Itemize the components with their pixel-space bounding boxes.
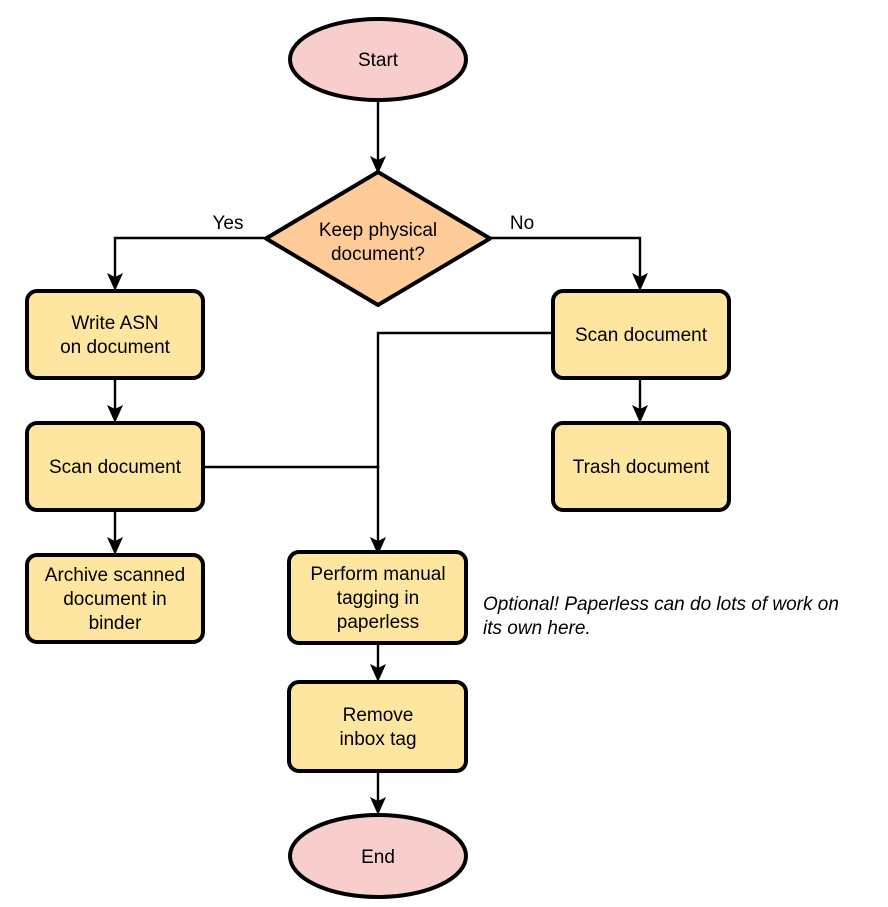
node-end[interactable]: End: [288, 813, 468, 899]
arrowhead-start-decision: [370, 156, 386, 174]
edge-start-to-decision: [370, 98, 386, 174]
arrowhead-yes: [107, 273, 123, 291]
scan-document-left-box[interactable]: [25, 421, 205, 512]
edge-scan-left-to-archive: [107, 508, 123, 555]
arrowhead-merge-tagging: [370, 537, 386, 555]
trash-document-label: Trash document: [573, 457, 710, 478]
arrowhead-scanright-trash: [632, 405, 648, 423]
arrowhead-remove-end: [370, 797, 386, 815]
write-asn-label-line1: Write ASN: [71, 313, 158, 334]
edge-label-no: No: [510, 213, 534, 234]
node-trash-document[interactable]: Trash document: [551, 421, 731, 512]
archive-label-line3: binder: [89, 613, 142, 634]
edge-remove-inbox-to-end: [370, 769, 386, 815]
annotation-optional-note: Optional! Paperless can do lots of work …: [483, 594, 839, 639]
remove-inbox-tag-box[interactable]: [287, 680, 468, 773]
node-write-asn[interactable]: Write ASN on document: [25, 289, 205, 380]
tagging-label-line3: paperless: [337, 612, 419, 633]
node-archive-scanned-document[interactable]: Archive scanned document in binder: [25, 553, 205, 644]
optional-note-line1: Optional! Paperless can do lots of work …: [483, 594, 839, 615]
tagging-box[interactable]: [287, 550, 468, 645]
node-scan-document-right[interactable]: Scan document: [551, 289, 731, 380]
node-layer: Start Keep physical document? Write ASN …: [25, 17, 731, 899]
edge-label-yes: Yes: [213, 213, 244, 234]
tagging-label-line2: tagging in: [337, 588, 419, 609]
archive-label-line2: document in: [63, 589, 167, 610]
write-asn-box[interactable]: [25, 289, 205, 380]
archive-label-line1: Archive scanned: [45, 565, 185, 586]
node-decision-keep-physical-document[interactable]: Keep physical document?: [264, 170, 492, 307]
node-perform-manual-tagging[interactable]: Perform manual tagging in paperless: [287, 550, 468, 645]
edge-decision-yes-to-write-asn: Yes: [107, 213, 268, 291]
optional-note-line2: its own here.: [483, 618, 591, 639]
archive-box[interactable]: [25, 553, 205, 644]
start-ellipse[interactable]: [288, 17, 468, 102]
write-asn-label-line2: on document: [60, 337, 171, 358]
arrowhead-no: [632, 273, 648, 291]
node-scan-document-left[interactable]: Scan document: [25, 421, 205, 512]
end-ellipse[interactable]: [288, 813, 468, 899]
decision-label-line1: Keep physical: [319, 220, 437, 241]
node-start[interactable]: Start: [288, 17, 468, 102]
edge-line-scanright-tagging: [376, 331, 555, 547]
start-label: Start: [358, 50, 399, 71]
edge-layer: Yes No: [107, 98, 648, 815]
edge-line-no: [488, 236, 642, 283]
scan-document-right-box[interactable]: [551, 289, 731, 380]
arrowhead-tagging-remove: [370, 664, 386, 682]
edge-line-yes: [113, 236, 268, 283]
edge-decision-no-to-scan-right: No: [488, 213, 648, 291]
decision-label-line2: document?: [331, 244, 425, 265]
remove-inbox-label-line2: inbox tag: [339, 729, 416, 750]
edge-scan-right-to-tagging: [370, 331, 555, 555]
tagging-label-line1: Perform manual: [310, 564, 445, 585]
end-label: End: [361, 847, 395, 868]
trash-document-box[interactable]: [551, 421, 731, 512]
edge-tagging-to-remove-inbox: [370, 641, 386, 682]
scan-document-left-label: Scan document: [49, 457, 182, 478]
remove-inbox-label-line1: Remove: [343, 705, 414, 726]
scan-document-right-label: Scan document: [575, 325, 708, 346]
edge-scan-right-to-trash: [632, 376, 648, 423]
arrowhead-scanleft-archive: [107, 537, 123, 555]
node-remove-inbox-tag[interactable]: Remove inbox tag: [287, 680, 468, 773]
decision-diamond[interactable]: [264, 170, 492, 307]
arrowhead-writeasn-scanleft: [107, 405, 123, 423]
edge-write-asn-to-scan-left: [107, 376, 123, 423]
